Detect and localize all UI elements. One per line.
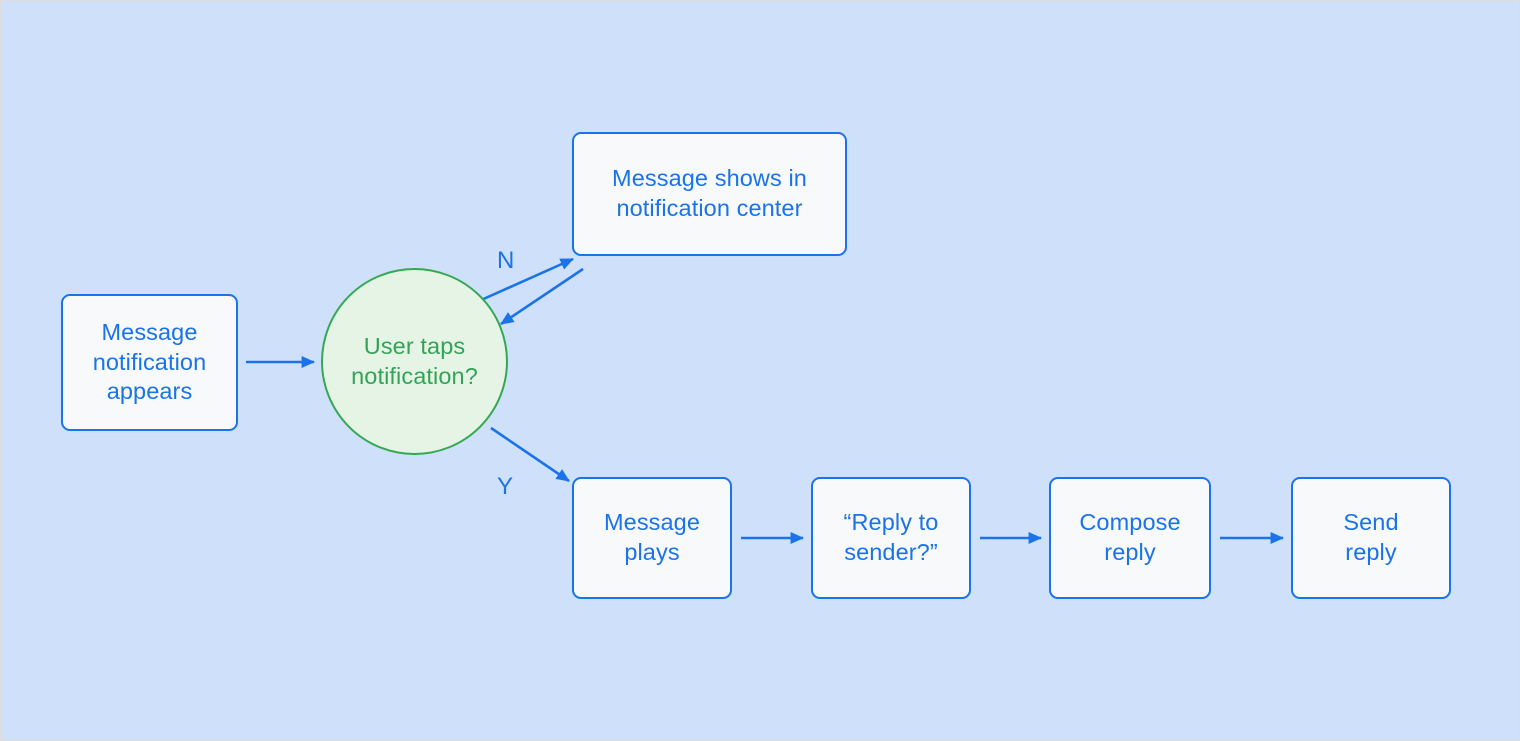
node-label: “Reply to sender?” [843, 509, 939, 565]
edge-decision-to-notification-center [478, 257, 574, 303]
node-message-plays[interactable]: Message plays [572, 477, 732, 599]
node-label: Message shows in notification center [612, 165, 807, 221]
edge-notification-center-to-decision [500, 267, 584, 326]
edge-label-no: N [497, 247, 515, 274]
node-label: Send reply [1343, 509, 1399, 565]
node-compose-reply[interactable]: Compose reply [1049, 477, 1211, 599]
node-message-shows-in-notification-center[interactable]: Message shows in notification center [572, 132, 847, 256]
node-label: Compose reply [1079, 509, 1181, 565]
edge-label-yes: Y [497, 473, 514, 500]
node-send-reply[interactable]: Send reply [1291, 477, 1451, 599]
node-message-notification-appears[interactable]: Message notification appears [61, 294, 238, 431]
node-user-taps-notification-decision[interactable]: User taps notification? [321, 268, 508, 455]
node-label: User taps notification? [351, 332, 478, 389]
node-reply-to-sender-question[interactable]: “Reply to sender?” [811, 477, 971, 599]
node-label: Message plays [603, 509, 701, 565]
node-label: Message notification appears [92, 319, 207, 405]
